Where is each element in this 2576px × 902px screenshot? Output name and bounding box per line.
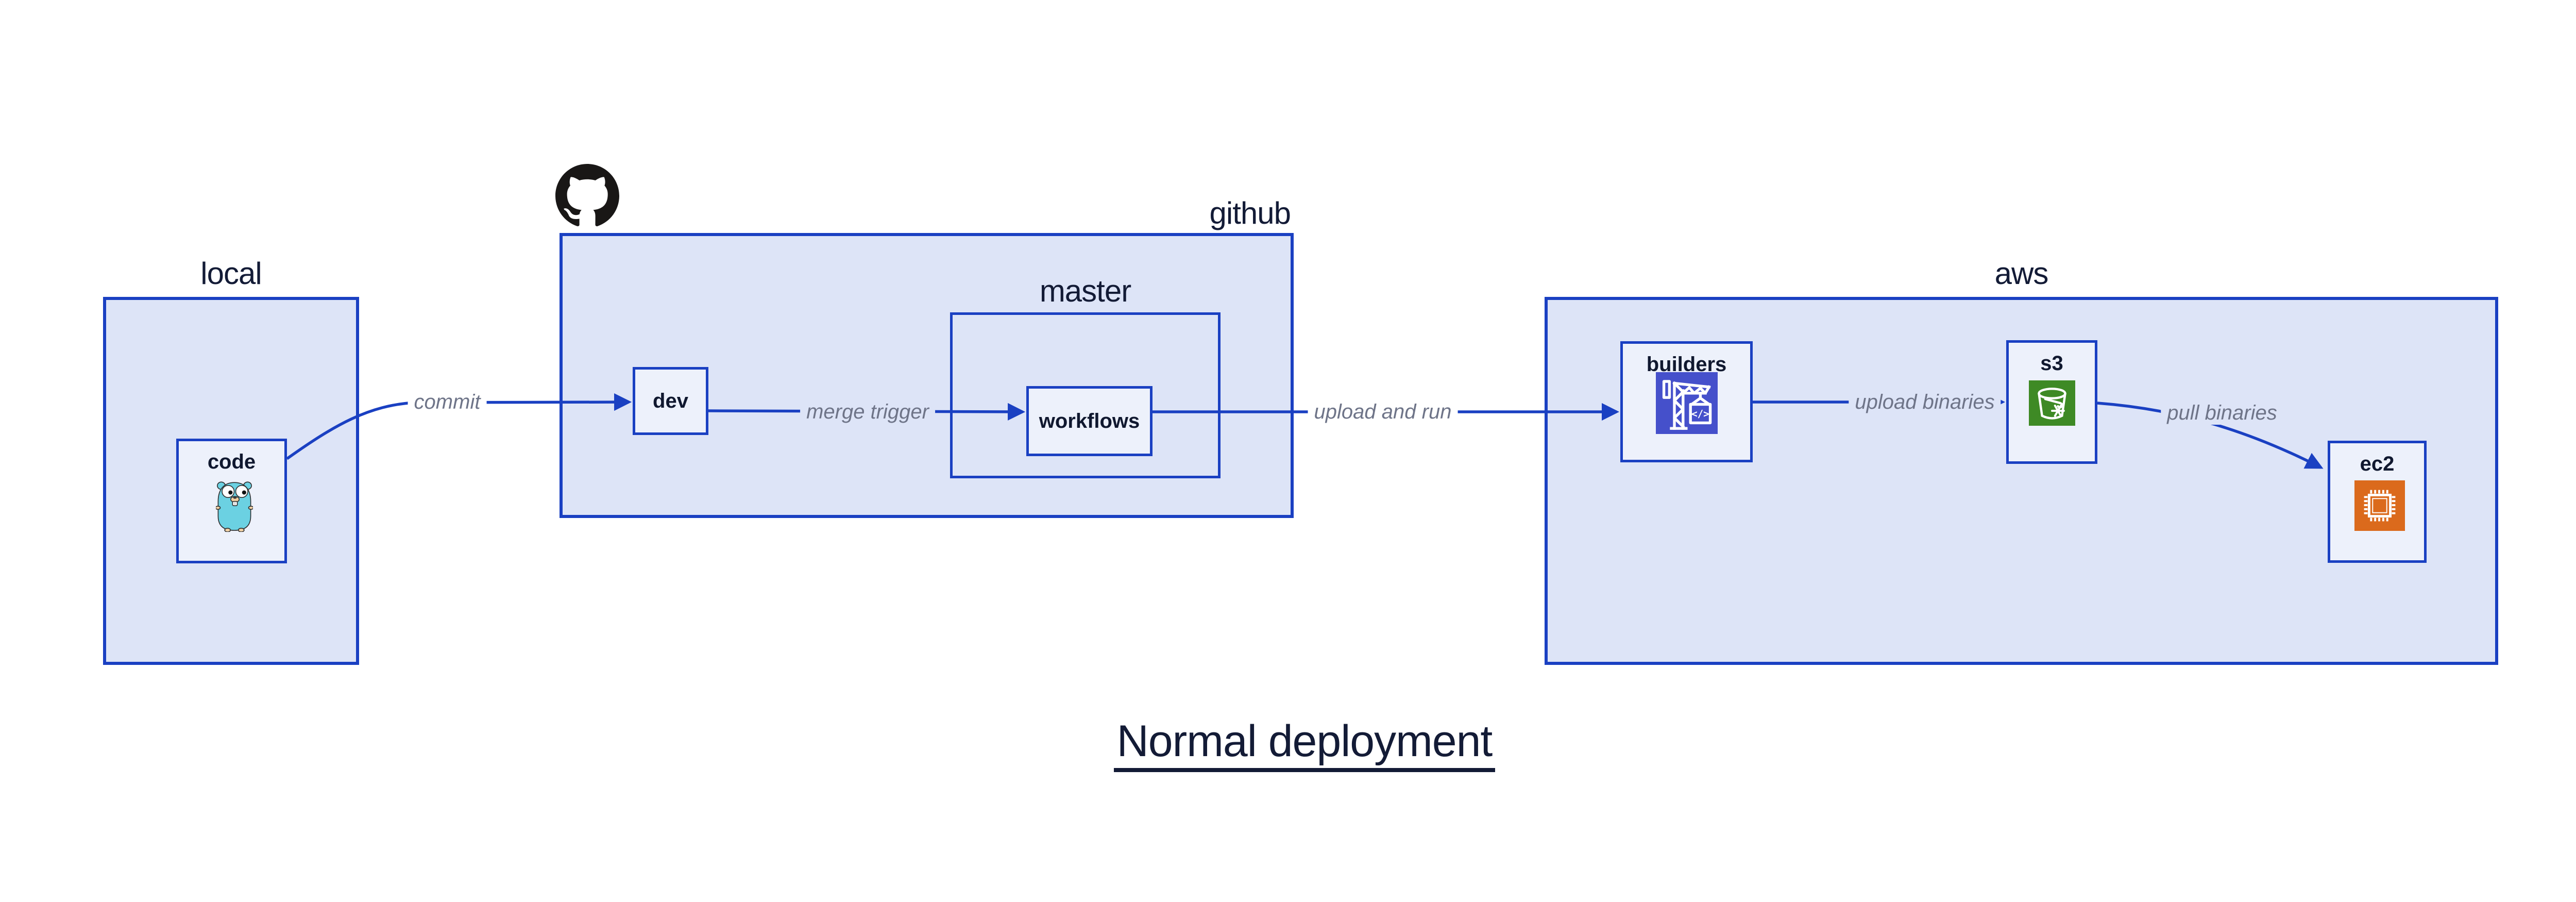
group-label-local: local [200, 256, 262, 291]
edge-label-upload-binaries: upload binaries [1849, 390, 2001, 414]
node-label-ec2: ec2 [2360, 453, 2395, 475]
node-label-workflows: workflows [1039, 409, 1140, 432]
edge-label-pull-binaries: pull binaries [2161, 401, 2283, 425]
edge-label-commit: commit [408, 390, 487, 414]
node-code: code [176, 439, 287, 563]
node-label-s3: s3 [2040, 352, 2063, 375]
github-octocat-icon [555, 164, 619, 228]
node-ec2: ec2 [2328, 441, 2427, 563]
diagram-title: Normal deployment [1113, 716, 1496, 772]
node-builders: builders </> [1620, 341, 1753, 462]
node-s3: s3 [2006, 340, 2097, 464]
node-label-dev: dev [653, 389, 688, 412]
diagram-title-wrap: Normal deployment [1047, 716, 1562, 772]
svg-text:</>: </> [1691, 408, 1709, 420]
cpu-chip-icon [2354, 480, 2405, 531]
edge-label-merge-trigger: merge trigger [800, 400, 935, 424]
group-label-aws: aws [1994, 256, 2049, 291]
bucket-snowflake-icon [2029, 380, 2075, 426]
node-label-builders: builders [1646, 353, 1727, 376]
group-label-master: master [1039, 274, 1131, 308]
edge-label-upload-and-run: upload and run [1308, 400, 1458, 424]
crane-container-icon: </> [1656, 372, 1718, 434]
go-gopher-icon [216, 478, 253, 532]
node-workflows: workflows [1026, 386, 1153, 456]
group-label-github: github [1209, 196, 1291, 230]
node-label-code: code [207, 450, 256, 473]
node-dev: dev [633, 367, 708, 435]
